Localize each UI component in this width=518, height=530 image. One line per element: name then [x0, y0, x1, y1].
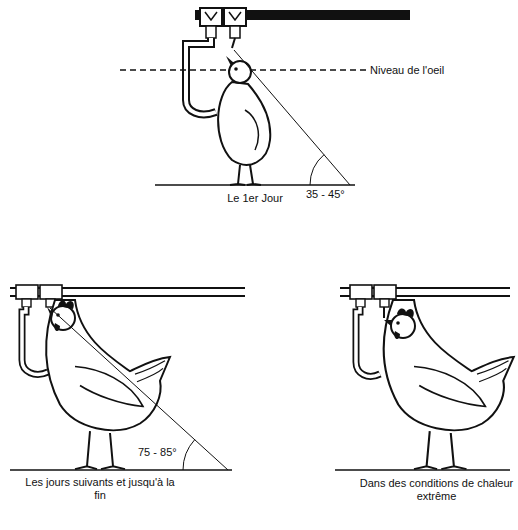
panel-day-one [120, 8, 410, 185]
panel-caption: Dans des conditions de chaleur extrême [359, 477, 514, 503]
angle-label: 75 - 85° [136, 446, 179, 459]
panel-caption: Les jours suivants et jusqu'à la fin [20, 476, 180, 502]
panel-following-days [10, 285, 245, 470]
panel-extreme-heat [335, 285, 514, 470]
panel-caption: Le 1er Jour [185, 192, 325, 205]
angle-label: 35 - 45° [304, 188, 347, 201]
eye-level-label: Niveau de l'oeil [370, 64, 510, 77]
